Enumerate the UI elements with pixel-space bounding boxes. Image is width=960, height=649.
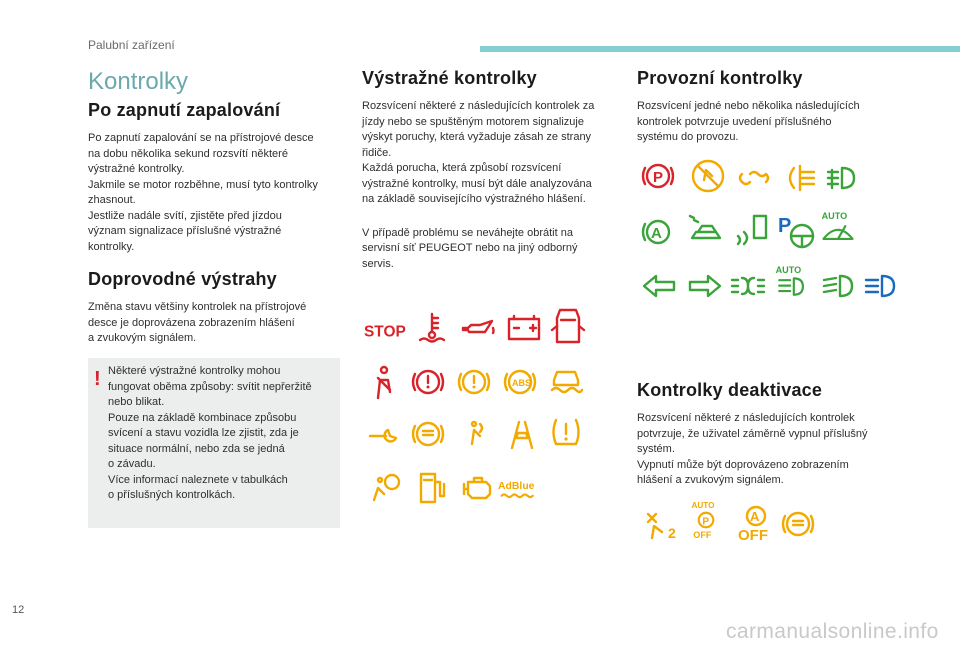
svg-text:A: A [651,225,662,242]
coolant-temperature-icon [412,308,452,348]
page-number: 12 [12,604,25,616]
turn-left-icon [640,266,680,306]
section-title-deactivation: Kontrolky deaktivace [637,380,823,400]
header-title: Palubní zařízení [88,38,175,52]
section-title-ignition: Po zapnutí zapalování [88,100,281,120]
section-text-service: V případě problému se neváhejte obrátit … [362,226,578,270]
auto-hold-icon: A [638,212,678,252]
section-title-status-lamps: Provozní kontrolky [637,68,803,88]
adblue-icon: AdBlue [498,474,544,514]
abs-icon: ABS [500,362,540,402]
section-text-ignition: Po zapnutí zapalování se na přístrojové … [88,132,318,253]
warning-note-box: ! Některé výstražné kontrolky mohou fung… [88,358,340,528]
section-title-warning-lamps: Výstražné kontrolky [362,68,537,88]
parking-sensors-icon [732,210,772,250]
page-heading: Kontrolky [88,68,189,95]
seatbelt-icon [364,362,404,402]
park-assist-icon: P [778,212,818,252]
oil-pressure-icon [458,308,498,348]
parking-brake-icon: P [638,156,678,196]
auto-parking-brake-off-icon: AUTO P OFF [686,500,730,540]
front-fog-light-icon [822,158,862,198]
passenger-airbag-icon [366,468,406,508]
svg-text:OFF: OFF [693,530,712,540]
stop-start-off-icon: A OFF [736,502,776,544]
svg-text:2: 2 [668,525,676,541]
glow-plug-icon [734,158,774,198]
svg-text:OFF: OFF [738,527,768,544]
fuel-level-icon [412,468,452,508]
svg-text:ABS: ABS [512,378,531,388]
dipped-beam-icon [818,266,858,306]
section-text-warning-lamps: Rozsvícení některé z následujících kontr… [362,100,595,205]
stop-icon: STOP [364,310,408,350]
svg-text:AdBlue: AdBlue [498,481,535,492]
airbag-off-icon [456,414,496,454]
battery-icon [504,308,544,348]
section-title-alerts: Doprovodné výstrahy [88,269,277,289]
braking-system-icon [408,362,448,402]
svg-text:P: P [702,517,709,528]
section-text-alerts: Změna stavu většiny kontrolek na přístro… [88,301,307,344]
stability-control-icon [546,360,586,400]
svg-text:A: A [750,509,760,524]
svg-text:AUTO: AUTO [776,265,802,275]
engine-fault-icon [458,468,498,508]
svg-text:P: P [653,169,663,186]
section-text-status-lamps: Rozsvícení jedné nebo několika následují… [637,100,860,143]
column-status-lamps: Provozní kontrolky Rozsvícení jedné nebo… [637,62,893,146]
column-intro: Kontrolky Po zapnutí zapalování Po zapnu… [88,62,340,347]
auto-wipers-icon: AUTO [818,208,862,248]
section-text-deactivation: Rozsvícení některé z následujících kontr… [637,412,868,486]
svg-text:P: P [778,215,791,237]
side-lights-icon [728,266,768,306]
auto-lights-icon: AUTO [772,262,816,302]
brake-pads-off-icon [778,504,818,544]
watermark: carmanualsonline.info [726,620,939,643]
main-beam-icon [860,266,900,306]
svg-text:AUTO: AUTO [691,501,715,510]
tyre-pressure-icon [546,412,586,452]
brake-fault-icon [454,362,494,402]
exclamation-icon: ! [94,368,101,390]
column-warning-lamps: Výstražné kontrolky Rozsvícení některé z… [362,62,618,272]
door-open-icon [548,306,588,346]
warning-note-text: Některé výstražné kontrolky mohou fungov… [108,365,312,501]
header-rule [480,46,960,52]
turn-right-icon [684,266,724,306]
seat-airbag-off-icon [688,156,728,196]
svg-text:AUTO: AUTO [822,211,848,221]
lane-warning-icon [502,414,542,454]
brake-pads-icon [408,414,448,454]
service-wrench-icon [364,414,404,454]
svg-text:STOP: STOP [364,323,406,340]
rear-fog-light-icon [780,158,820,198]
seatbelt-passenger-icon: 2 [640,504,680,544]
column-deactivation: Kontrolky deaktivace Rozsvícení některé … [637,380,893,489]
speed-limiter-icon [686,210,726,250]
